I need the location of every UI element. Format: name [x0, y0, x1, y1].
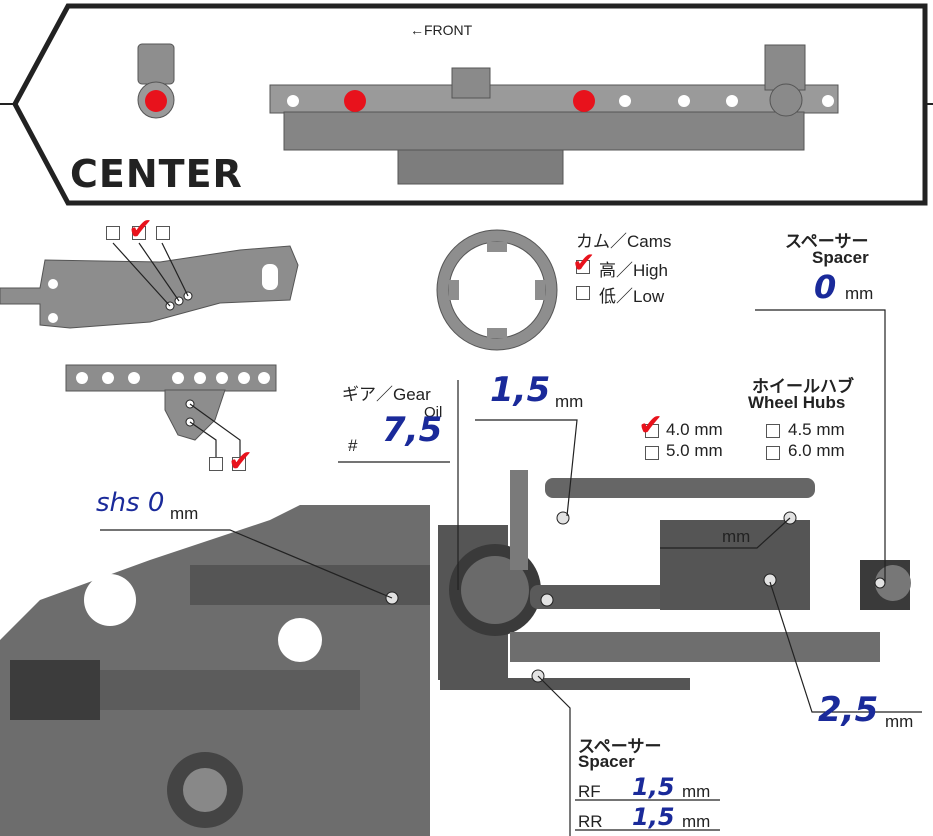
check-mark-icon: ✔ — [228, 444, 254, 479]
hub-4-0-label: 4.0 mm — [666, 420, 723, 439]
camber-link-value: 1,5 — [490, 370, 551, 410]
hub-5-0-label: 5.0 mm — [666, 441, 723, 460]
check-mark-icon: ✔ — [572, 246, 596, 279]
gear-hash: # — [348, 436, 358, 455]
hub-4-5-checkbox[interactable] — [766, 424, 780, 438]
toe-link-value: 2,5 — [818, 690, 879, 730]
spacer-top-title-en: Spacer — [812, 248, 869, 267]
linkage-checkbox-1[interactable] — [209, 457, 223, 471]
right-suspension-assembly — [438, 470, 911, 690]
spacer-rr-unit: mm — [682, 812, 711, 831]
center-bulkhead-part — [137, 43, 839, 185]
gear-oil-label: Oil — [424, 404, 443, 421]
hub-4-5-label: 4.5 mm — [788, 420, 845, 439]
spacer-bottom-title-jp: スペーサー — [578, 737, 662, 756]
hub-6-0-checkbox[interactable] — [766, 446, 780, 460]
cams-high-label: 高／High — [599, 261, 668, 280]
left-suspension-assembly — [0, 505, 430, 836]
spacer-top-title-jp: スペーサー — [785, 232, 869, 251]
linkage-checkbox-2[interactable] — [232, 457, 246, 471]
spacer-rr-label: RR — [578, 812, 603, 831]
steering-link-unit: mm — [722, 527, 751, 546]
selected-hole-marker — [573, 90, 595, 112]
leader-lines — [100, 309, 922, 836]
camber-link-unit: mm — [555, 392, 584, 411]
arm-plate-part — [0, 242, 299, 329]
wheel-hubs-title-en: Wheel Hubs — [748, 393, 846, 412]
cams-low-label: 低／Low — [599, 287, 665, 306]
hole-checkbox-2[interactable] — [132, 226, 146, 240]
check-mark-icon: ✔ — [638, 408, 664, 443]
check-mark-icon: ✔ — [128, 212, 154, 247]
selected-hole-marker — [145, 90, 167, 112]
gear-oil-value: 7,5 — [382, 410, 443, 450]
hub-4-0-checkbox[interactable] — [645, 424, 659, 438]
wheel-hubs-title-jp: ホイールハブ — [752, 377, 854, 396]
section-title: CENTER — [70, 152, 243, 196]
cams-title: カム／Cams — [576, 232, 672, 251]
spacer-rf-unit: mm — [682, 782, 711, 801]
spacer-rr-value: 1,5 — [632, 803, 675, 831]
cam-ring-part — [436, 229, 558, 351]
hub-5-0-checkbox[interactable] — [645, 446, 659, 460]
toe-link-unit: mm — [885, 712, 914, 731]
shock-unit: mm — [170, 504, 199, 523]
linkage-plate-part — [65, 364, 277, 458]
spacer-rf-value: 1,5 — [632, 773, 675, 801]
center-banner-frame — [12, 3, 928, 206]
spacer-rf-label: RF — [578, 782, 601, 801]
spacer-bottom-title-en: Spacer — [578, 752, 635, 771]
selected-hole-marker — [344, 90, 366, 112]
shock-value: shs 0 — [96, 488, 165, 518]
gear-title: ギア／Gear — [342, 385, 431, 404]
spacer-top-unit: mm — [845, 284, 874, 303]
hub-6-0-label: 6.0 mm — [788, 441, 845, 460]
cams-high-checkbox[interactable] — [576, 260, 590, 274]
hole-checkbox-3[interactable] — [156, 226, 170, 240]
hole-checkbox-1[interactable] — [106, 226, 120, 240]
front-direction-label: ←FRONT — [410, 22, 473, 38]
cams-low-checkbox[interactable] — [576, 286, 590, 300]
spacer-top-value: 0 — [814, 268, 837, 306]
